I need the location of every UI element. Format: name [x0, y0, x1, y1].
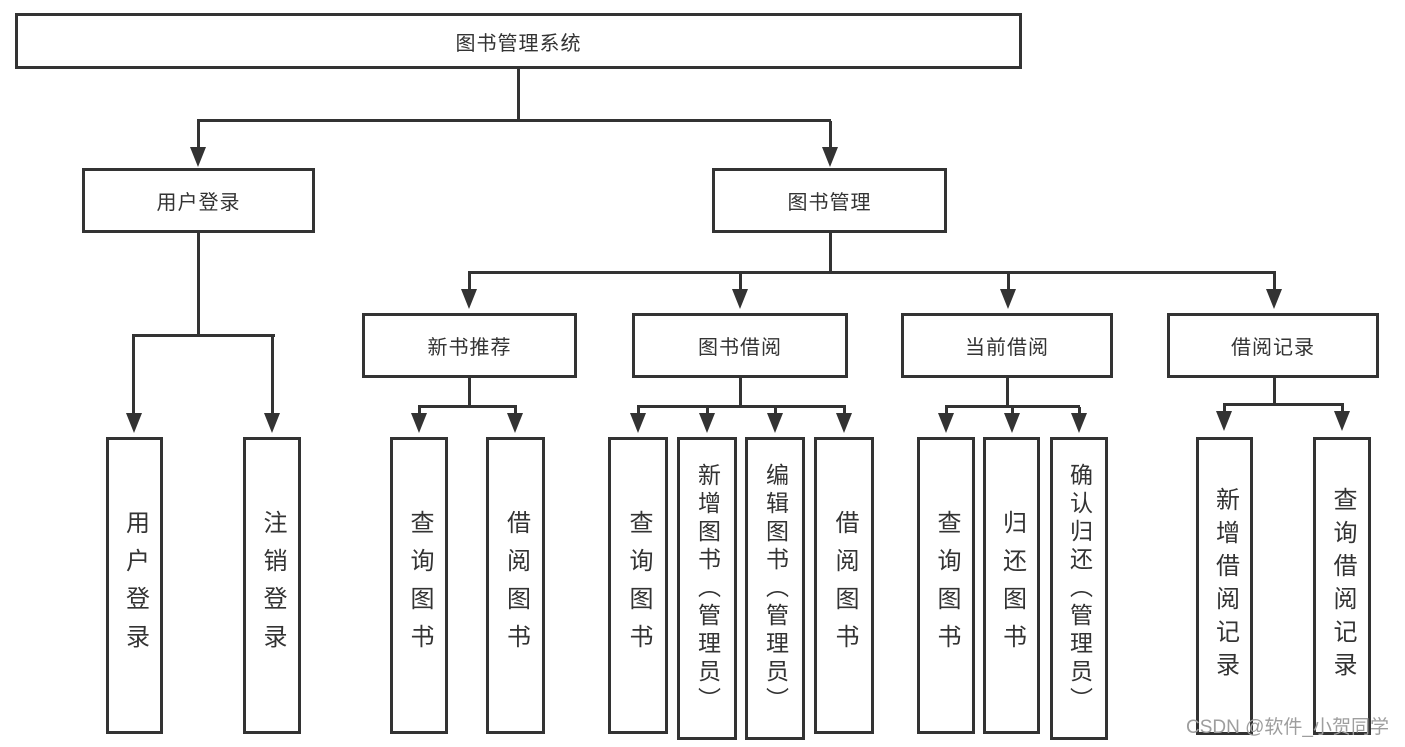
node-label: 查询图书 — [625, 509, 652, 662]
connector-line — [517, 69, 520, 122]
arrow-down-icon — [126, 413, 142, 433]
connector-line — [774, 407, 777, 415]
arrow-down-icon — [938, 413, 954, 433]
connector-line — [739, 378, 742, 408]
arrow-down-icon — [699, 413, 715, 433]
node-user-login: 用户登录 — [82, 168, 315, 233]
arrow-down-icon — [411, 413, 427, 433]
node-book-management: 图书管理 — [712, 168, 947, 233]
connector-line — [514, 407, 517, 415]
leaf-query-books: 查询图书 — [390, 437, 448, 734]
connector-line — [1223, 405, 1226, 414]
arrow-down-icon — [1000, 289, 1016, 309]
connector-line — [132, 336, 135, 414]
leaf-return-books: 归还图书 — [983, 437, 1040, 734]
node-new-book-recommend: 新书推荐 — [362, 313, 577, 378]
node-label: 借阅记录 — [1231, 337, 1315, 359]
leaf-confirm-return-admin: 确认归还（管理员） — [1050, 437, 1108, 740]
connector-line — [829, 233, 832, 273]
node-label: 归还图书 — [998, 509, 1026, 662]
connector-line — [197, 233, 200, 336]
node-book-borrow: 图书借阅 — [632, 313, 848, 378]
node-label: 图书借阅 — [698, 337, 782, 359]
node-label: 新增图书（管理员） — [694, 462, 721, 715]
arrow-down-icon — [822, 147, 838, 167]
node-current-borrow: 当前借阅 — [901, 313, 1113, 378]
node-library-management-system: 图书管理系统 — [15, 13, 1022, 69]
arrow-down-icon — [630, 413, 646, 433]
node-label: 新增借阅记录 — [1211, 487, 1239, 685]
connector-line — [197, 121, 200, 149]
leaf-query-borrow-record: 查询借阅记录 — [1313, 437, 1371, 735]
arrow-down-icon — [507, 413, 523, 433]
node-label: 借阅图书 — [502, 509, 530, 662]
connector-line — [468, 271, 1276, 274]
connector-line — [132, 334, 275, 337]
node-label: 借阅图书 — [831, 509, 858, 662]
node-label: 当前借阅 — [965, 337, 1049, 359]
arrow-down-icon — [264, 413, 280, 433]
node-label: 图书管理系统 — [455, 32, 582, 55]
connector-line — [637, 405, 846, 408]
arrow-down-icon — [1266, 289, 1282, 309]
leaf-borrow-books: 借阅图书 — [814, 437, 874, 734]
connector-line — [1273, 378, 1276, 406]
connector-line — [829, 121, 832, 149]
connector-line — [637, 407, 640, 415]
connector-line — [418, 405, 517, 408]
node-label: 新书推荐 — [427, 337, 512, 359]
arrow-down-icon — [1216, 411, 1232, 431]
leaf-user-login: 用户登录 — [106, 437, 163, 734]
node-label: 用户登录 — [121, 509, 149, 662]
leaf-edit-book-admin: 编辑图书（管理员） — [745, 437, 805, 740]
arrow-down-icon — [461, 289, 477, 309]
connector-line — [1223, 403, 1344, 406]
connector-line — [271, 336, 274, 414]
arrow-down-icon — [767, 413, 783, 433]
node-label: 图书管理 — [787, 192, 872, 214]
node-label: 注销登录 — [259, 509, 286, 662]
connector-line — [706, 407, 709, 415]
connector-line — [739, 273, 742, 291]
csdn-watermark: CSDN @软件_小贺同学 — [1186, 717, 1389, 738]
connector-line — [1007, 273, 1010, 291]
arrow-down-icon — [732, 289, 748, 309]
leaf-query-books: 查询图书 — [917, 437, 975, 734]
arrow-down-icon — [1004, 413, 1020, 433]
node-label: 编辑图书（管理员） — [762, 462, 789, 715]
node-label: 查询图书 — [933, 509, 960, 662]
connector-line — [468, 273, 471, 291]
node-label: 查询图书 — [406, 509, 433, 662]
arrow-down-icon — [1334, 411, 1350, 431]
node-label: 查询借阅记录 — [1329, 487, 1356, 685]
connector-line — [197, 119, 831, 122]
arrow-down-icon — [190, 147, 206, 167]
connector-line — [1273, 273, 1276, 291]
connector-line — [945, 407, 948, 415]
connector-line — [843, 407, 846, 415]
leaf-query-books: 查询图书 — [608, 437, 668, 734]
connector-line — [1341, 405, 1344, 414]
connector-line — [468, 378, 471, 408]
node-label: 用户登录 — [156, 192, 241, 214]
connector-line — [418, 407, 421, 415]
connector-line — [1011, 407, 1014, 415]
node-label: 确认归还（管理员） — [1066, 462, 1093, 715]
connector-line — [1078, 407, 1081, 415]
arrow-down-icon — [836, 413, 852, 433]
leaf-add-borrow-record: 新增借阅记录 — [1196, 437, 1253, 735]
connector-line — [945, 405, 1080, 408]
leaf-borrow-books: 借阅图书 — [486, 437, 545, 734]
node-borrow-records: 借阅记录 — [1167, 313, 1379, 378]
leaf-add-book-admin: 新增图书（管理员） — [677, 437, 737, 740]
arrow-down-icon — [1071, 413, 1087, 433]
connector-line — [1006, 378, 1009, 408]
leaf-logout: 注销登录 — [243, 437, 301, 734]
